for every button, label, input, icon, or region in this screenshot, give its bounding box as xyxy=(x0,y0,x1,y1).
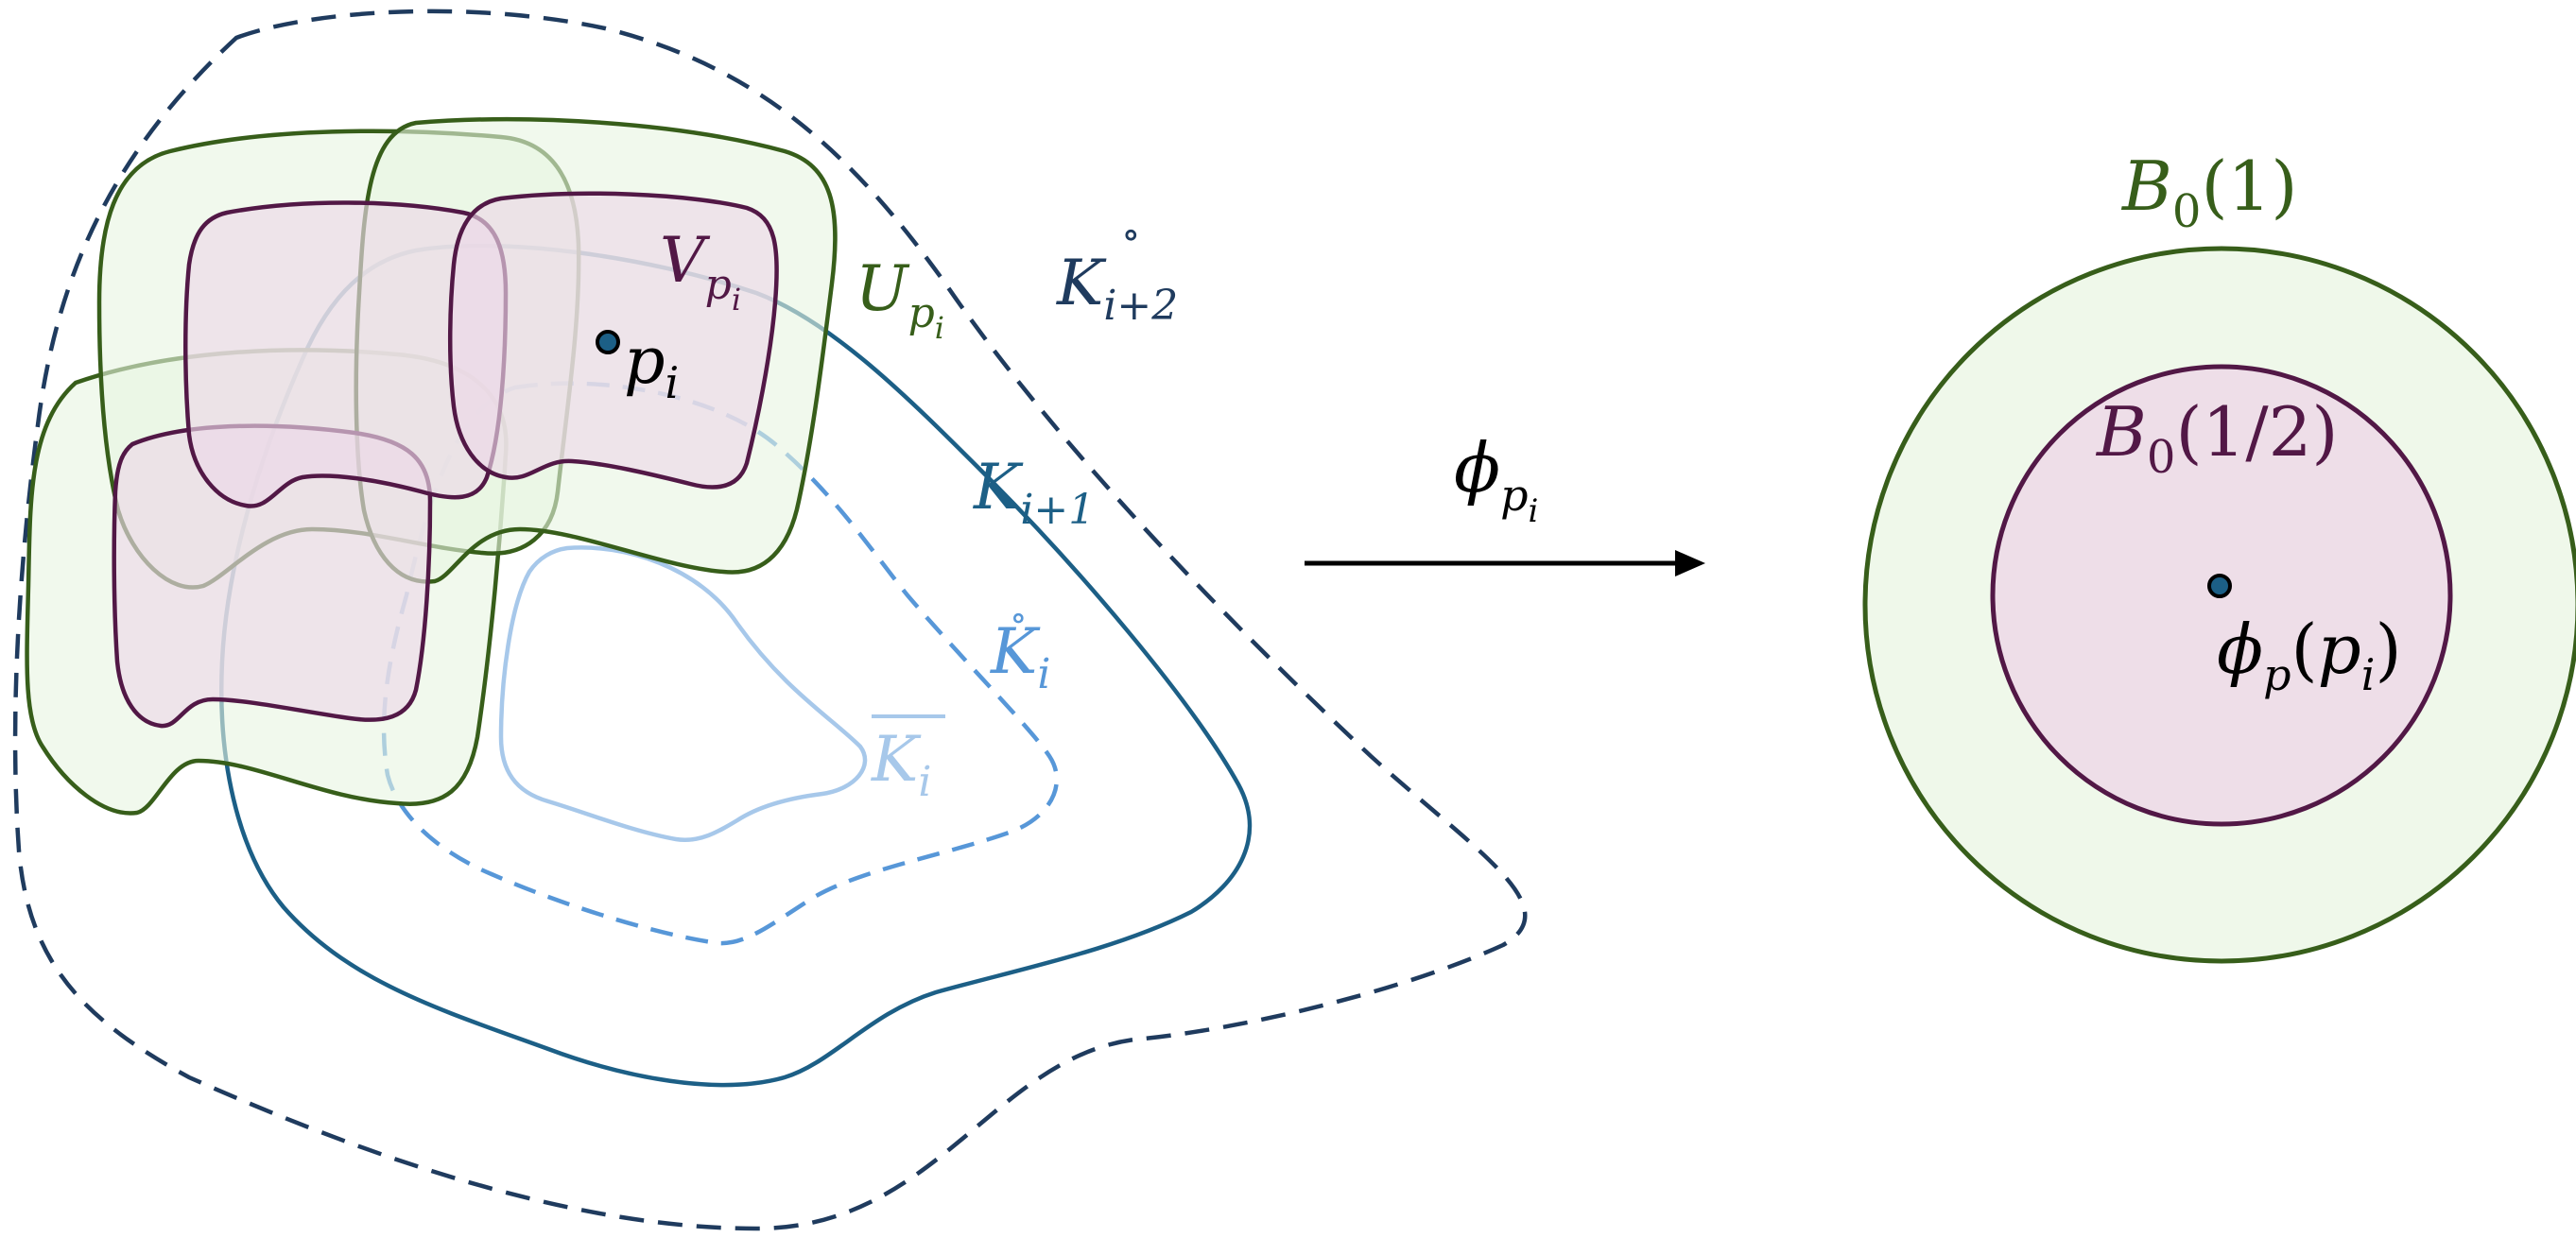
label-b0-half: B0(1/2) xyxy=(2095,392,2339,484)
map-arrow-head xyxy=(1675,550,1705,576)
accent-k-i-interior: ∘ xyxy=(1010,596,1028,638)
point-phi-p-i xyxy=(2207,574,2232,598)
label-k-i-interior: Ki xyxy=(990,615,1050,698)
label-u-p-i: Upi xyxy=(856,252,944,346)
label-v-p-i: Vpi xyxy=(660,224,741,318)
label-k-i-plus-2: Ki+2 xyxy=(1056,247,1178,330)
label-phi-p-of-p-i: ϕp(pi) xyxy=(2217,610,2402,700)
point-p-i xyxy=(596,330,620,354)
label-b0-1: B0(1) xyxy=(2120,146,2297,238)
k-i-plus-2-boundary xyxy=(12,9,1528,1231)
accent-k-i-plus-2: ∘ xyxy=(1121,211,1141,257)
k-i-closure-boundary xyxy=(498,545,868,843)
label-phi-p-i: ϕpi xyxy=(1454,428,1538,530)
label-p-i: pi xyxy=(624,324,679,408)
label-k-i-plus-1: Ki+1 xyxy=(973,451,1095,534)
label-k-i-closure: Ki xyxy=(871,723,931,806)
